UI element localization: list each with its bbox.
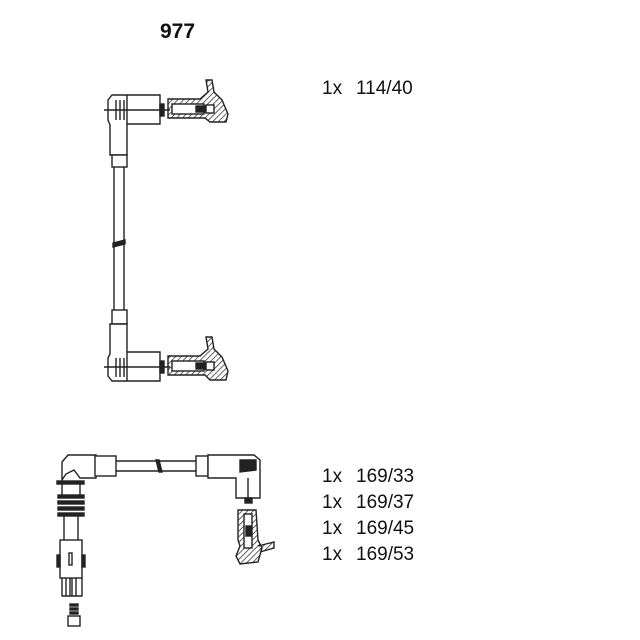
spark-plug-boot-icon [56,454,117,627]
part-label-169-37: 1x 169/37 [322,492,414,514]
part-code: 169/53 [356,544,415,565]
horizontal-wire-icon [116,459,196,473]
part-code: 169/45 [356,518,415,539]
coil-terminal-section-icon [235,509,275,565]
part-label-169-33: 1x 169/33 [322,466,414,488]
lower-angled-boot-icon [104,309,170,382]
coil-boot-icon [195,454,261,504]
vertical-wire-icon [112,167,126,310]
part-qty: 1x [322,78,343,99]
part-label-169-45: 1x 169/45 [322,518,414,540]
part-label-114-40: 1x 114/40 [322,78,413,100]
part-qty: 1x [322,492,343,513]
spark-plug-lead-icon [56,454,275,627]
part-qty: 1x [322,544,343,565]
part-qty: 1x [322,518,343,539]
upper-terminal-section-icon [167,79,229,123]
part-code: 169/37 [356,492,415,513]
upper-angled-boot-icon [104,94,170,168]
part-code: 169/33 [356,466,415,487]
part-code: 114/40 [356,78,413,99]
ignition-lead-with-angled-boots-icon [104,79,229,382]
lower-terminal-section-icon [167,336,229,381]
part-qty: 1x [322,466,343,487]
part-label-169-53: 1x 169/53 [322,544,414,566]
set-number: 977 [160,20,196,43]
